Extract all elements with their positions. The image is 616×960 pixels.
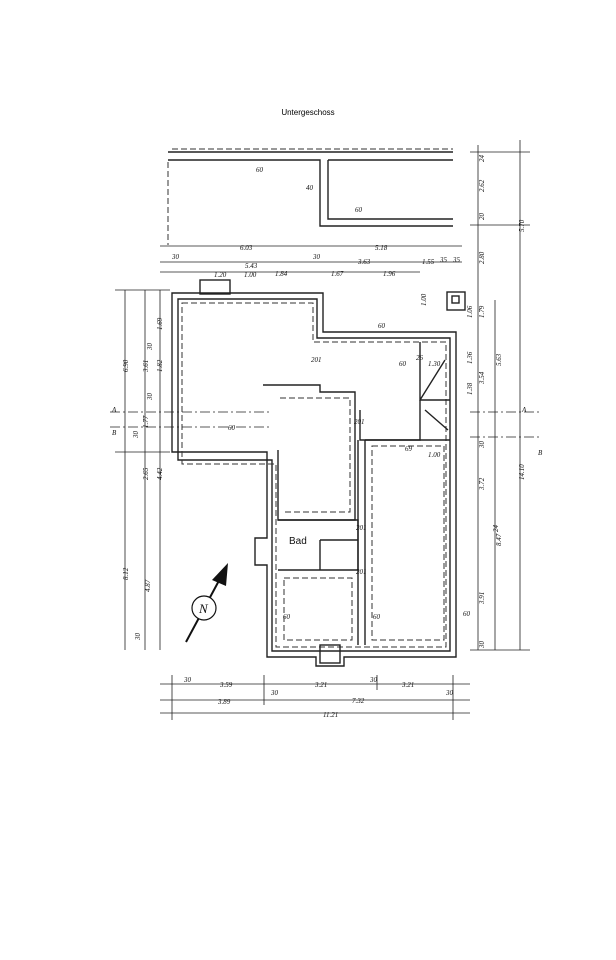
dim-label: 1.67	[331, 270, 344, 278]
dim-label: 3.54	[478, 371, 486, 385]
dim-label: 7.32	[352, 697, 365, 705]
dim-label: 30	[132, 431, 140, 440]
dim-label: 3.21	[314, 681, 327, 689]
dim-label: 1.84	[275, 270, 288, 278]
dim-label: 3.21	[401, 681, 414, 689]
dim-label: 30	[270, 689, 279, 697]
drawing-title: Untergeschoss	[281, 108, 335, 117]
right-dimension-labels: 24 2.62 20 2.80 5.70 1.79 1.06 1.00 5.63…	[420, 155, 526, 650]
dim-label: 201	[356, 568, 367, 576]
dim-label: 1.82	[156, 359, 164, 372]
dim-label: 26	[416, 354, 424, 362]
dim-label: 30	[134, 633, 142, 642]
dim-label: 1.00	[420, 293, 428, 306]
dim-label: 20	[478, 213, 486, 221]
terrace-walls	[167, 148, 453, 245]
dim-label: 5.63	[495, 353, 503, 366]
dim-label: 1.20	[214, 271, 227, 279]
dim-label: 2.65	[142, 467, 150, 480]
dim-label: 5.43	[245, 262, 258, 270]
dim-label: 3.89	[217, 698, 231, 706]
dim-label: 40	[306, 184, 314, 192]
dim-label: 30	[146, 393, 154, 402]
dim-label: 14.10	[518, 464, 526, 480]
dim-label: 30	[478, 441, 486, 450]
dim-label: 35	[452, 256, 461, 264]
top-dimension-labels: 6.03 5.18 5.43 3.63 1.20 1.00 1.84 1.67 …	[171, 244, 461, 279]
dim-label: 30	[478, 641, 486, 650]
dim-label: 1.38	[466, 382, 474, 395]
dim-label: 60	[355, 206, 363, 214]
left-dimension-labels: 6.90 3.61 1.69 1.82 1.77 2.65 4.42 8.12 …	[122, 317, 164, 641]
building-walls	[171, 279, 457, 667]
dim-label: 3.59	[219, 681, 233, 689]
dim-label: 60	[283, 613, 291, 621]
dim-label: 30	[146, 343, 154, 352]
section-marker-a-left: A	[111, 406, 117, 414]
dim-label: 8.47	[495, 533, 503, 546]
north-arrow-icon: N	[185, 563, 228, 643]
room-label-bad: Bad	[289, 536, 307, 547]
dim-label: 5.70	[518, 219, 526, 232]
dim-label: 60	[378, 322, 386, 330]
dim-label: 1.77	[142, 415, 150, 428]
dim-label: 3.91	[478, 592, 486, 605]
north-label: N	[198, 601, 209, 616]
dim-label: 1.00	[428, 451, 441, 459]
dim-label: 1.79	[478, 305, 486, 318]
dim-label: 1.36	[466, 351, 474, 364]
dim-label: 8.12	[122, 567, 130, 580]
dim-label: 1.30	[428, 360, 441, 368]
dim-label: 30	[445, 689, 454, 697]
interior-dimension-labels: 60 40 60 60 60 201 201 201 201 69 1.00 6…	[228, 166, 471, 621]
dim-label: 201	[356, 524, 367, 532]
dim-label: 30	[369, 676, 378, 684]
dim-label: 30	[183, 676, 192, 684]
dim-label: 35	[439, 256, 448, 264]
dim-label: 24	[492, 525, 500, 533]
dim-label: 5.18	[375, 244, 388, 252]
dim-label: 2.62	[478, 179, 486, 192]
dimension-lines	[110, 140, 540, 720]
dim-label: 1.00	[244, 271, 257, 279]
section-marker-a-right: A	[521, 406, 527, 414]
dim-label: 60	[256, 166, 264, 174]
dim-label: 60	[463, 610, 471, 618]
dim-label: 1.96	[383, 270, 396, 278]
dim-label: 24	[478, 155, 486, 163]
dim-label: 30	[171, 253, 180, 261]
dim-label: 60	[373, 613, 381, 621]
dim-label: 201	[311, 356, 322, 364]
dim-label: 69	[405, 445, 413, 453]
dim-label: 3.61	[142, 360, 150, 373]
dim-label: 201	[354, 418, 365, 426]
dim-label: 60	[399, 360, 407, 368]
dim-label: 60	[228, 424, 236, 432]
dim-label: 4.42	[156, 467, 164, 480]
interior-walls	[263, 291, 466, 645]
dim-label: 4.87	[144, 579, 152, 592]
dim-label: 2.80	[478, 251, 486, 264]
dim-label: 11.21	[323, 711, 338, 719]
dim-label: 30	[312, 253, 321, 261]
section-marker-b-left: B	[112, 429, 117, 437]
bottom-dimension-labels: 3.59 3.21 3.21 3.89 7.32 11.21 30 30 30 …	[183, 676, 454, 719]
dim-label: 1.55	[422, 258, 435, 266]
dim-label: 6.90	[122, 359, 130, 372]
dim-label: 1.06	[466, 305, 474, 318]
dim-label: 6.03	[240, 244, 253, 252]
dim-label: 3.72	[478, 477, 486, 491]
section-markers: A A B B	[111, 406, 543, 457]
section-marker-b-right: B	[538, 449, 543, 457]
dim-label: 1.69	[156, 317, 164, 330]
dim-label: 3.63	[357, 258, 371, 266]
